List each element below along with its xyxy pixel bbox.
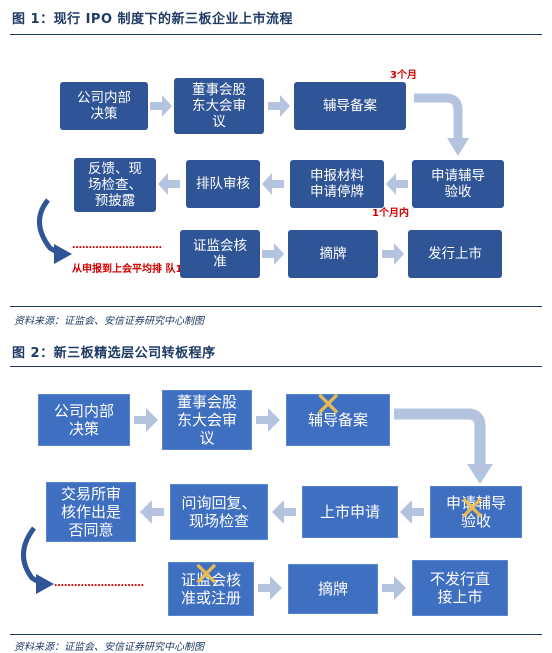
box2-inquiry-inspection: 问询回复、 现场检查 — [170, 484, 268, 540]
figure2-title-rule — [10, 366, 542, 367]
figure1-bottom-rule — [10, 306, 542, 307]
arrow2-right-1 — [134, 408, 158, 432]
arrow2-right-2 — [256, 408, 280, 432]
arrow-right-2 — [268, 95, 290, 117]
arrow-right-4 — [382, 243, 404, 265]
box2-delisting: 摘牌 — [288, 564, 378, 614]
figure2-flowchart: 公司内部 决策 董事会股 东大会审 议 辅导备案 ✕ 申请辅导 验收 ✕ 上市申… — [10, 378, 542, 632]
arrow-right-3 — [262, 243, 284, 265]
box2-tutoring-filing: 辅导备案 — [286, 394, 390, 446]
arrow2-left-2 — [272, 500, 296, 524]
box-board-review: 董事会股 东大会审 议 — [174, 78, 264, 134]
box2-direct-listing: 不发行直 接上市 — [412, 560, 508, 616]
figure1-arrows — [37, 93, 469, 265]
note2-dots: ……………………… — [54, 578, 144, 589]
cross-mark-icon: ✕ — [192, 555, 221, 595]
box-csrc-approval: 证监会核 准 — [180, 230, 260, 278]
box-submit-suspend: 申报材料 申请停牌 — [290, 160, 384, 208]
box-queue-review: 排队审核 — [186, 160, 260, 208]
arrow-curve-left-head — [54, 244, 72, 264]
figure1-flowchart: 公司内部 决策 董事会股 东大会审 议 辅导备案 3个月 申请辅导 验收 申报材… — [10, 44, 542, 302]
box-issue-listing: 发行上市 — [408, 230, 502, 278]
note-dots: ……………………… — [72, 240, 162, 251]
box-delisting: 摘牌 — [288, 230, 378, 278]
arrow-left-3 — [158, 173, 180, 195]
cross-mark-icon: ✕ — [314, 385, 343, 425]
arrow-curve-down — [414, 93, 463, 140]
box2-board-review: 董事会股 东大会审 议 — [162, 390, 252, 450]
arrow-left-2 — [262, 173, 284, 195]
box2-listing-application: 上市申请 — [302, 486, 398, 538]
arrow2-left-3 — [140, 500, 164, 524]
note-3-months: 3个月 — [390, 70, 417, 81]
figure2-source: 资料来源：证监会、安信证券研究中心制图 — [14, 642, 204, 653]
figure2-arrows — [21, 408, 493, 600]
arrow-right-1 — [150, 95, 172, 117]
figure2-bottom-rule — [10, 634, 542, 635]
box2-exchange-decision: 交易所审 核作出是 否同意 — [46, 482, 136, 542]
box2-company-decision: 公司内部 决策 — [38, 394, 130, 446]
arrow2-curve-left — [21, 526, 44, 587]
box-company-decision: 公司内部 决策 — [60, 82, 148, 130]
arrow2-left-1 — [400, 500, 424, 524]
arrow-curve-left — [37, 198, 62, 257]
figure2-title: 图 2：新三板精选层公司转板程序 — [12, 346, 216, 361]
figure1-title: 图 1：现行 IPO 制度下的新三板企业上市流程 — [12, 12, 294, 27]
arrow2-curve-down-head — [467, 464, 493, 484]
arrow2-curve-down — [394, 408, 486, 466]
box2-tutoring-acceptance: 申请辅导 验收 — [430, 486, 522, 538]
note-1-month: 1个月内 — [372, 208, 409, 219]
arrow2-right-3 — [258, 576, 282, 600]
figure1-title-rule — [10, 34, 542, 35]
arrow2-right-4 — [382, 576, 406, 600]
box-tutoring-filing: 辅导备案 — [294, 82, 406, 130]
arrow2-curve-left-head — [36, 574, 54, 594]
arrow-left-1 — [386, 173, 408, 195]
arrow-curve-down-head — [447, 138, 469, 156]
box-feedback-inspection: 反馈、现 场检查、 预披露 — [74, 158, 156, 212]
box-tutoring-acceptance: 申请辅导 验收 — [412, 160, 504, 208]
box2-csrc-approval-register: 证监会核 准或注册 — [168, 562, 254, 616]
figure1-source: 资料来源：证监会、安信证券研究中心制图 — [14, 316, 204, 327]
note-queue-time: 从申报到上会平均排 队1.5年 — [72, 264, 204, 275]
cross-mark-icon: ✕ — [458, 489, 487, 529]
